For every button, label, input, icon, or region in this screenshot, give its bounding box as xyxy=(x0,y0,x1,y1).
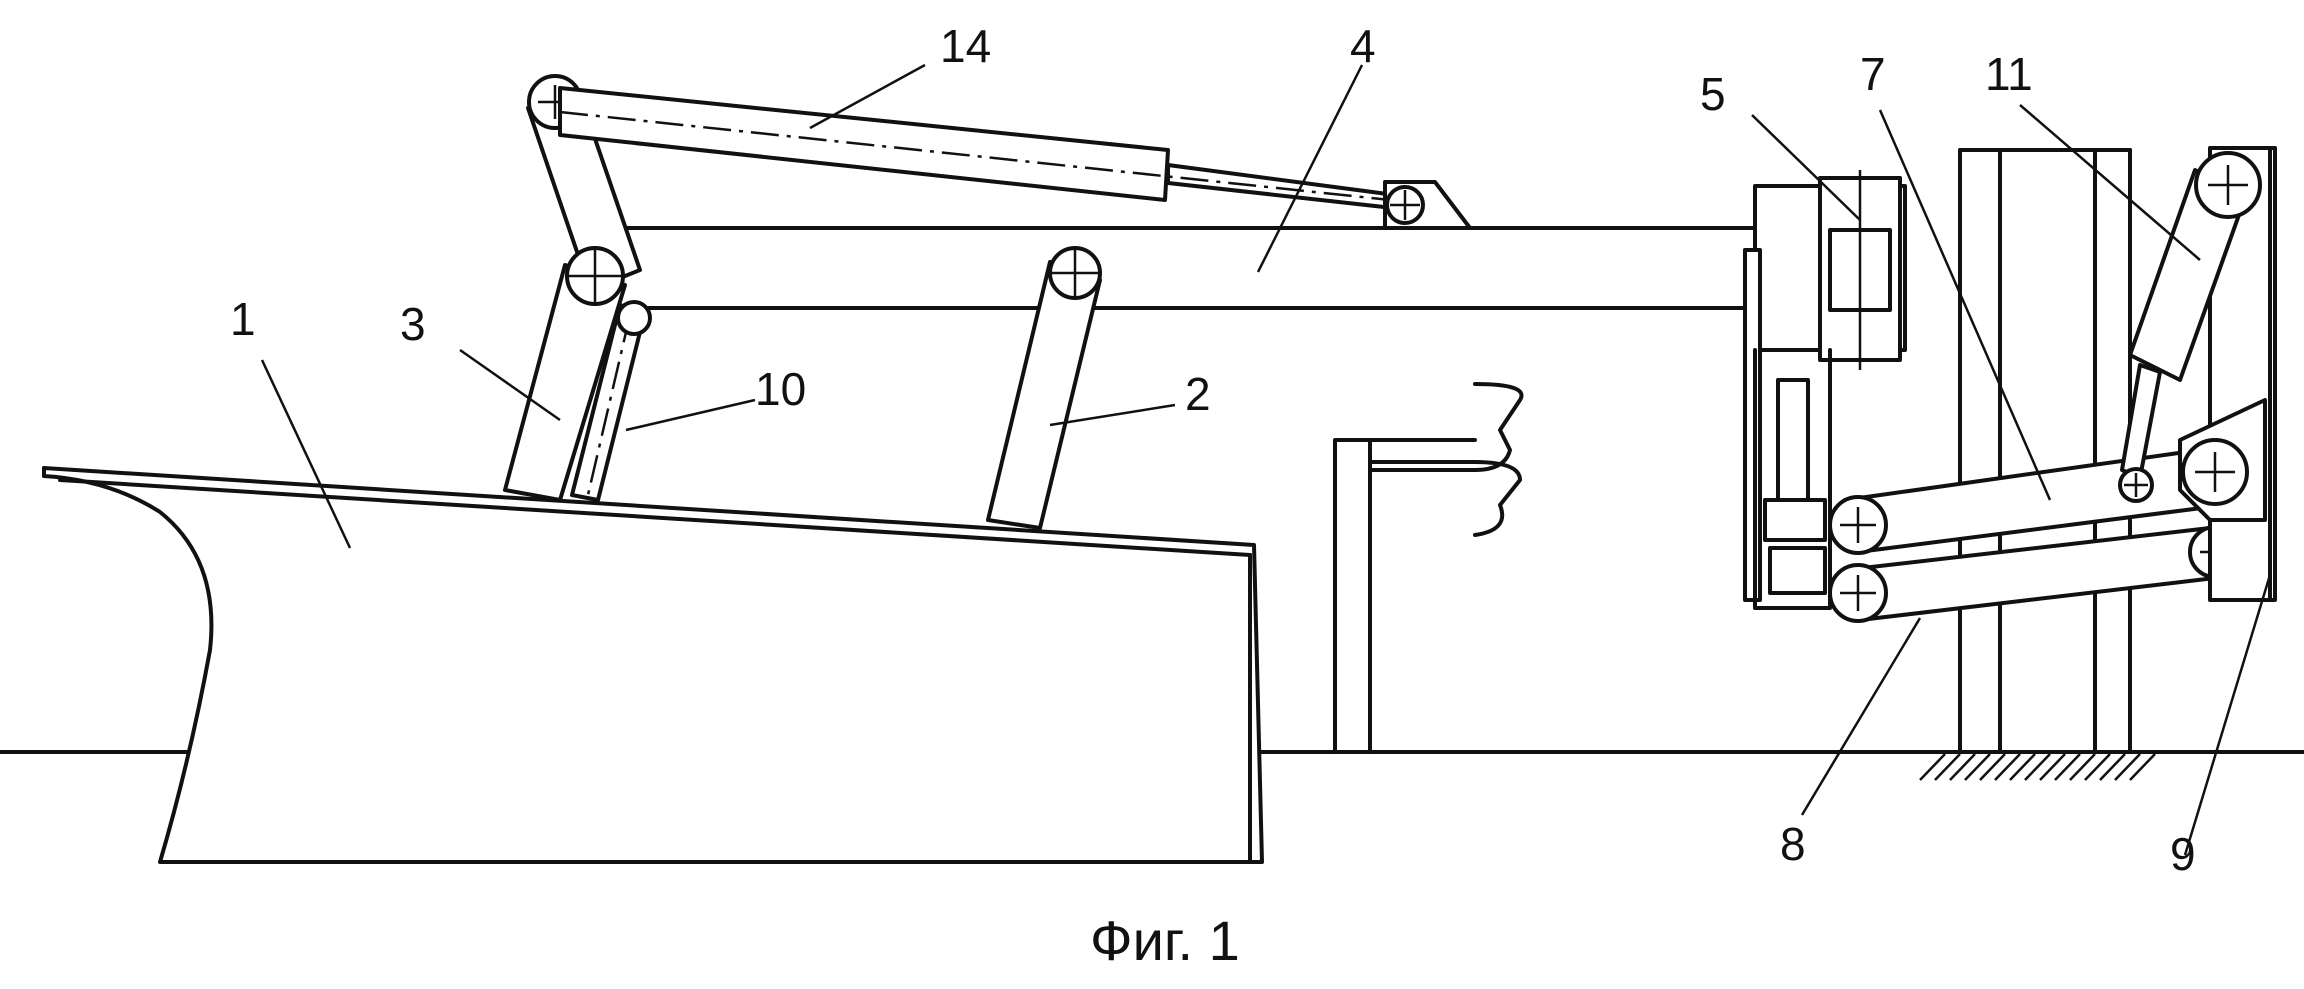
frame-beam xyxy=(598,226,1757,310)
hydraulic-cylinder-14 xyxy=(558,86,1472,230)
label-10: 10 xyxy=(755,363,806,415)
label-11: 11 xyxy=(1985,48,2033,100)
label-3: 3 xyxy=(400,298,426,350)
label-7: 7 xyxy=(1860,48,1886,100)
ground-hatching xyxy=(1919,753,2156,781)
label-2: 2 xyxy=(1185,368,1211,420)
hydraulic-cylinder-10 xyxy=(570,300,652,502)
label-9: 9 xyxy=(2170,828,2196,880)
label-1: 1 xyxy=(230,293,256,345)
label-8: 8 xyxy=(1780,818,1806,870)
label-14: 14 xyxy=(940,20,991,72)
leader-lines xyxy=(260,63,2272,856)
mounting-column xyxy=(1958,148,2132,754)
hinge-assembly-5 xyxy=(1743,170,1907,610)
plough-blade xyxy=(42,466,1264,864)
label-4: 4 xyxy=(1350,20,1376,72)
hydraulic-cylinder-11 xyxy=(2118,151,2262,503)
label-5: 5 xyxy=(1700,68,1726,120)
figure-caption: Фиг. 1 xyxy=(1090,909,1240,972)
link-2 xyxy=(986,246,1102,530)
mounting-plate-9 xyxy=(2178,146,2277,602)
vehicle-body-support xyxy=(1333,382,1524,754)
